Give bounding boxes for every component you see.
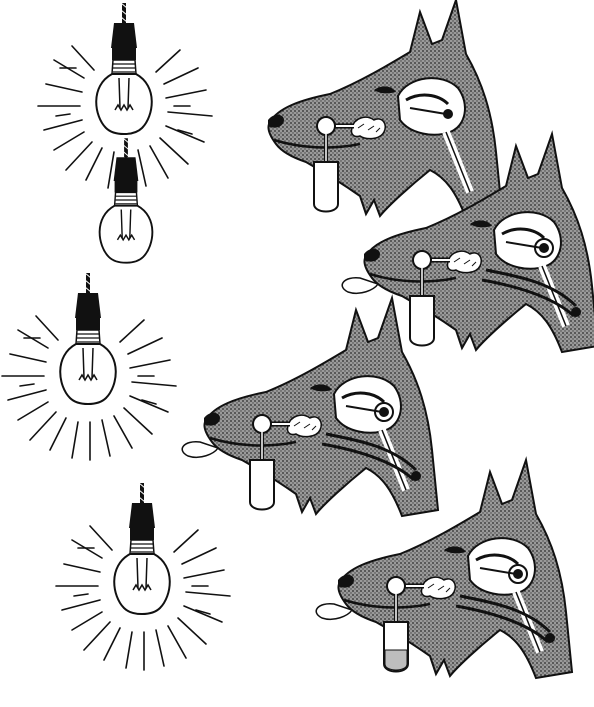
bulb-3-lit <box>2 273 176 460</box>
dog-panel-3 <box>182 298 438 516</box>
dog-panel-4 <box>316 460 572 678</box>
bulb-2-unlit <box>100 138 153 262</box>
light-bulb-icon <box>114 483 170 614</box>
dog-head-icon <box>268 0 502 218</box>
bulb-4-lit <box>56 483 230 670</box>
light-bulb-icon <box>60 273 116 404</box>
dog-panel-1 <box>268 0 502 218</box>
saliva-in-vial-icon <box>385 650 407 670</box>
dog-head-icon <box>204 298 438 516</box>
dog-head-icon <box>338 460 572 678</box>
light-bulb-icon <box>96 3 152 134</box>
light-bulb-icon <box>100 138 153 262</box>
